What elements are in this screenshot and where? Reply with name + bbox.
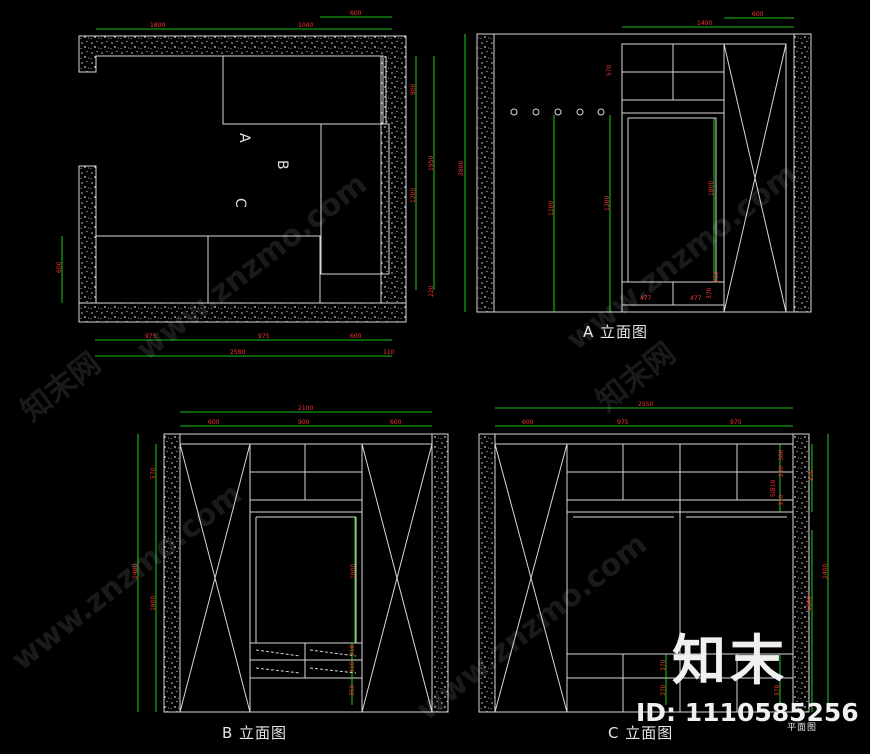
elev-b-dim-right-1: 310 [349, 644, 356, 656]
plan-label-b: B [274, 160, 290, 170]
plan-dim-right-4: 220 [428, 285, 435, 297]
plan-dim-bottom-3: 600 [350, 333, 362, 340]
elev-c-dim-right-6: 570 [808, 469, 815, 481]
elev-c-dim-right-8: 1800 [806, 596, 813, 611]
elev-a-dim-left: 2800 [458, 161, 465, 176]
elevation-c [478, 433, 810, 713]
plan-cabinet-top [222, 55, 384, 125]
elev-a-dim-top-2: 600 [752, 11, 764, 18]
elev-c-dim-right-5: 310 [778, 494, 785, 506]
elevation-a [476, 33, 812, 313]
elev-c-dim-right-7: 2400 [822, 564, 829, 579]
plan-dim-right-1: 800 [410, 83, 417, 95]
elev-b-dim-right-3: 350 [349, 684, 356, 696]
plan-dim-top-3: 600 [350, 10, 362, 17]
caption-plan-small: 平面图 [787, 723, 818, 733]
elev-a-dim-mid-3: 1800 [708, 181, 715, 196]
plan-wall-left [78, 165, 97, 304]
plan-room-labels: A B C [232, 133, 290, 208]
plan-label-c: C [232, 198, 248, 208]
elev-c-dim-top-2: 975 [617, 419, 629, 426]
plan-wall-bottom [78, 302, 407, 323]
elev-b-wall-left [163, 433, 181, 713]
caption-elevation-a: A 立面图 [583, 323, 649, 341]
elevation-a-dimensions: 1400 600 2800 1200 1200 1800 570 477 477… [458, 11, 794, 312]
elev-a-side-panel [723, 43, 787, 313]
elev-b-dim-left-1: 570 [150, 467, 157, 479]
elev-b-dim-total: 2100 [298, 405, 313, 412]
elev-a-hooks [510, 108, 605, 116]
plan-label-a: A [236, 133, 252, 143]
elevation-b-dimensions: 2100 600 900 600 570 2400 1800 1800 310 … [132, 405, 432, 712]
elev-c-dim-lower-2: 370 [660, 684, 667, 696]
elev-c-dim-right-1: 300 [778, 449, 785, 461]
elev-c-dim-lower-3: 370 [774, 684, 781, 696]
elev-a-dim-bottom-2: 477 [690, 295, 702, 302]
elev-b-dim-top-2: 900 [298, 419, 310, 426]
elev-c-dim-lower-1: 370 [660, 659, 667, 671]
elev-a-dim-top-1: 1400 [697, 20, 712, 27]
elev-a-dim-right-top: 570 [606, 64, 613, 76]
elev-a-dim-mid-2: 1200 [604, 196, 611, 211]
plan-dim-top-2: 1040 [298, 22, 313, 29]
plan-dim-bottom-2: 975 [258, 333, 270, 340]
plan-dim-right-3: 1200 [410, 188, 417, 203]
elev-b-dim-left-2: 2400 [132, 564, 139, 579]
plan-dim-right-2: 1950 [428, 156, 435, 171]
elev-a-wall-left [476, 33, 495, 313]
elev-b-dim-top-1: 600 [208, 419, 220, 426]
caption-elevation-b: B 立面图 [222, 724, 288, 742]
elev-a-wall-right [793, 33, 812, 313]
brand-logo: 知末 [672, 629, 788, 692]
floor-plan [78, 35, 407, 323]
elevation-c-dimensions: 2550 600 975 975 300 250 310 50 310 570 … [495, 401, 829, 712]
elev-a-dim-mid-1: 1200 [548, 201, 555, 216]
elev-c-dim-right-3: 310 [770, 479, 777, 491]
elev-c-dim-top-3: 975 [730, 419, 742, 426]
elev-c-dim-right-2: 250 [778, 465, 785, 477]
plan-dim-total-right: 110 [383, 349, 395, 356]
plan-dim-top-1: 1800 [150, 22, 165, 29]
plan-dim-total: 2580 [230, 349, 245, 356]
elev-b-dim-top-3: 600 [390, 419, 402, 426]
elev-c-dim-right-4: 50 [770, 489, 777, 497]
id-label: ID: 1110585256 [636, 698, 859, 727]
plan-dim-left: 600 [56, 261, 63, 273]
elev-c-wall-right [792, 433, 810, 713]
elev-b-dim-center: 1800 [350, 564, 357, 579]
plan-cabinet-bottom-mid [207, 235, 321, 304]
elev-b-dim-right-2: 310 [349, 661, 356, 673]
elev-b-dim-left-3: 1800 [150, 596, 157, 611]
elev-a-dim-small-1: 370 [706, 287, 713, 299]
elev-b-wall-right [431, 433, 449, 713]
caption-elevation-c: C 立面图 [608, 724, 674, 742]
plan-dimensions: 1800 1040 600 975 975 600 2580 110 800 1… [56, 10, 435, 357]
elev-a-dim-bottom-1: 477 [640, 295, 652, 302]
elevation-b [163, 433, 449, 713]
elev-c-dim-top-1: 600 [522, 419, 534, 426]
elev-c-dim-total: 2550 [638, 401, 653, 408]
plan-cabinet-right [320, 123, 390, 275]
elev-b-right-panel [361, 443, 433, 713]
elev-a-dim-small-2: 213 [713, 271, 720, 283]
plan-dim-bottom-1: 975 [145, 333, 157, 340]
